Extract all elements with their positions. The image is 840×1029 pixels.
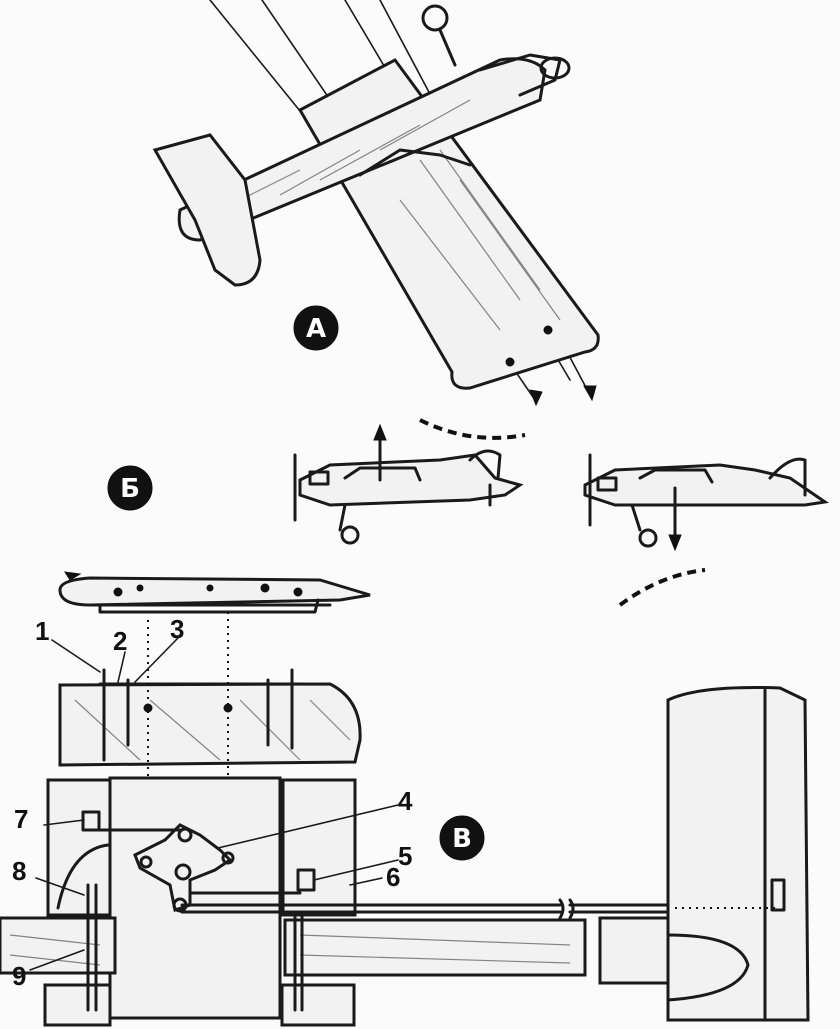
- callout-8: 8: [12, 856, 26, 886]
- airplane-side-dive: [583, 453, 829, 552]
- view-badge-b: [107, 465, 153, 511]
- panel-7: [46, 778, 115, 917]
- bellcrank: [133, 823, 233, 912]
- line-guide-2: [543, 325, 553, 335]
- view-label-v: В: [452, 824, 472, 854]
- cutout-curve: [56, 843, 110, 910]
- fuselage-center-section: [108, 776, 282, 1020]
- panel-6: [281, 778, 357, 917]
- fairing-curve: [666, 933, 750, 1002]
- elevator-horn: [770, 878, 786, 912]
- wing-front-view: [58, 576, 371, 607]
- wheel-icon: [340, 525, 360, 545]
- arrow-marker-icon: [64, 571, 82, 581]
- wheel-icon: [638, 528, 658, 548]
- callout-6: 6: [386, 862, 400, 892]
- callout-1: 1: [35, 616, 49, 646]
- view-badge-a: [293, 305, 339, 351]
- spinner: [539, 56, 571, 80]
- tail-stabilizer: [666, 686, 810, 1022]
- arrow-down-icon: [668, 534, 682, 552]
- lower-spar-right: [283, 918, 587, 977]
- bellcrank-linkage: [358, 148, 472, 177]
- callout-4: 4: [398, 786, 413, 816]
- view-b-climb-dive: Б: [107, 418, 829, 607]
- callout-7: 7: [14, 804, 28, 834]
- tail-fin: [152, 133, 262, 287]
- callout-3: 3: [170, 614, 184, 644]
- bracket-7: [81, 810, 101, 832]
- line-guide-1: [505, 357, 515, 367]
- callout-9: 9: [12, 961, 26, 991]
- view-label-b: Б: [120, 474, 140, 504]
- view-badge-v: [439, 815, 485, 861]
- view-v-control-system: В 1 2 3 4 5 6 7 8 9: [0, 571, 810, 1027]
- flight-path-climb: [419, 418, 526, 440]
- wheel-icon: [421, 4, 449, 32]
- flight-path-dive: [618, 568, 706, 607]
- view-a-model-in-flight: А: [152, 0, 600, 407]
- arrow-icon: [529, 389, 543, 407]
- arrow-up-icon: [373, 423, 387, 441]
- callout-5: 5: [398, 841, 412, 871]
- airplane-side-climb: [293, 423, 524, 545]
- arrow-icon: [583, 385, 597, 402]
- callout-2: 2: [113, 626, 127, 656]
- view-label-a: А: [306, 314, 326, 344]
- landing-gear-strut: [438, 28, 457, 67]
